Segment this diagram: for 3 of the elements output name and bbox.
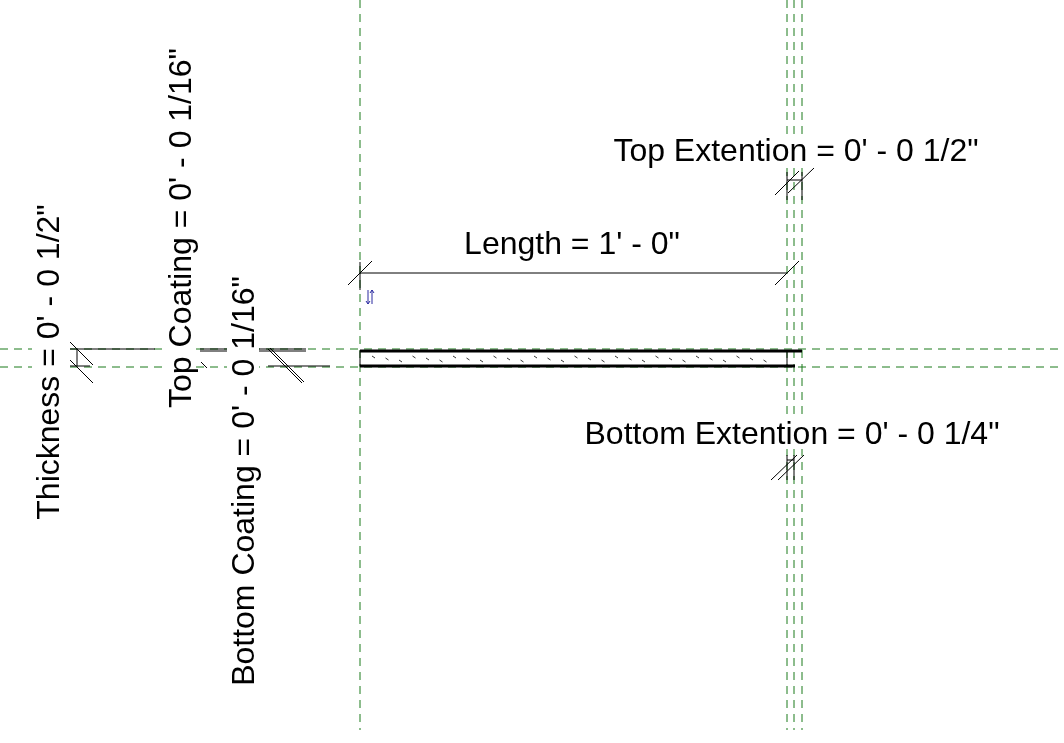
- dimension-label: Bottom Coating = 0' - 0 1/16": [227, 276, 259, 686]
- dimension-label: Thickness = 0' - 0 1/2": [32, 204, 64, 520]
- dimension-label: Bottom Extention = 0' - 0 1/4": [584, 417, 1000, 449]
